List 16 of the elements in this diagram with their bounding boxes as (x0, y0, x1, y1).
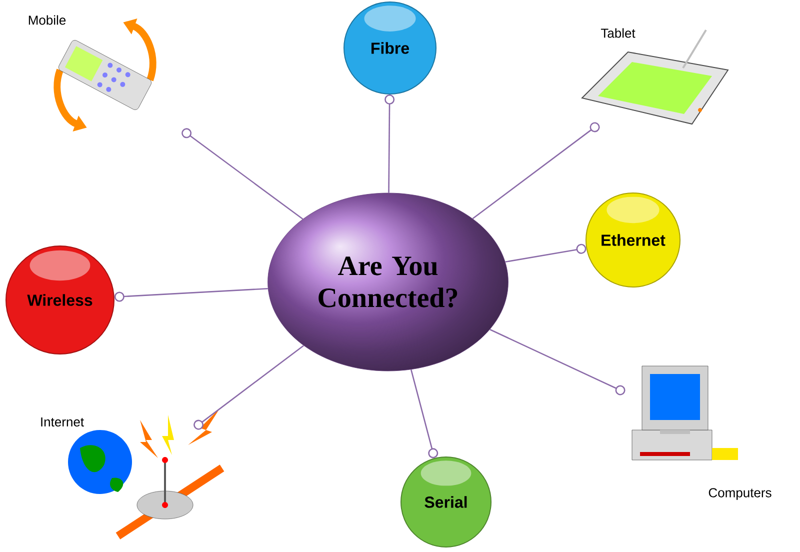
topic-ball: Serial (400, 456, 492, 548)
picture-label: Tablet (600, 28, 636, 38)
connector-line (505, 244, 586, 263)
connector-line (472, 122, 600, 220)
picture-label: Mobile (28, 15, 66, 25)
connector-line (410, 369, 438, 458)
topic-ball: Fibre (344, 2, 436, 94)
connector-line (182, 128, 304, 220)
connector-line (384, 94, 395, 193)
topic-ball: Ethernet (586, 192, 680, 288)
topic-ball: Wireless (6, 246, 114, 354)
connector-line (114, 288, 268, 302)
picture-label: Internet (41, 417, 84, 427)
connector-line (194, 345, 304, 430)
picture-label: Computers (708, 488, 772, 500)
connector-line (490, 328, 626, 396)
